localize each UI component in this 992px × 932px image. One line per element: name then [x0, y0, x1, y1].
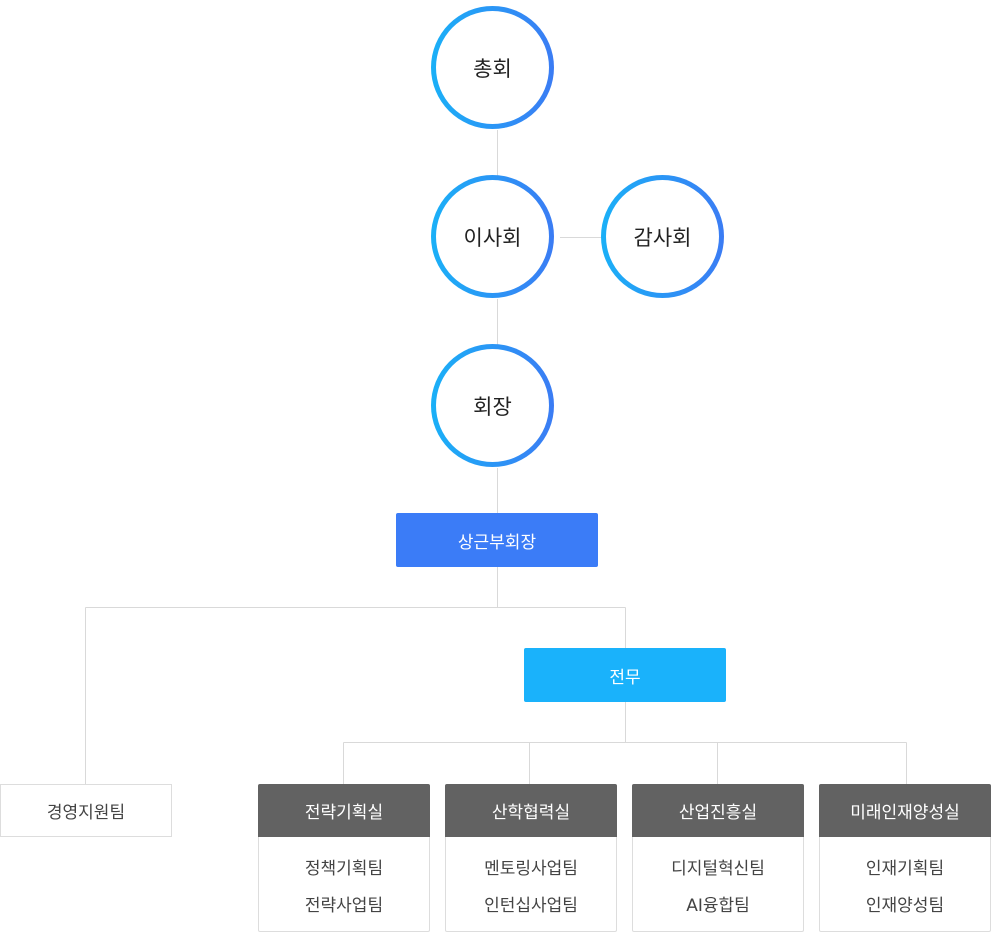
department-team: 전략사업팀 [304, 896, 384, 916]
board-node: 이사회 [431, 175, 554, 298]
chairman-node: 회장 [431, 344, 554, 467]
chairman-label: 회장 [436, 349, 549, 462]
department-industry-promotion: 산업진흥실 디지털혁신팀 AI융합팀 [632, 784, 804, 932]
department-team: 인재기획팀 [865, 859, 945, 879]
department-header: 산업진흥실 [632, 784, 804, 837]
general-assembly-node: 총회 [431, 6, 554, 129]
department-team: 멘토링사업팀 [484, 859, 578, 879]
director-box: 전무 [524, 648, 726, 702]
department-team: 디지털혁신팀 [671, 859, 765, 879]
department-header: 산학협력실 [445, 784, 617, 837]
department-team: AI융합팀 [686, 896, 750, 916]
support-team-box: 경영지원팀 [0, 784, 172, 837]
department-team: 인턴십사업팀 [484, 896, 578, 916]
department-team: 정책기획팀 [304, 859, 384, 879]
auditor-node: 감사회 [601, 175, 724, 298]
vice-chairman-box: 상근부회장 [396, 513, 598, 567]
board-label: 이사회 [436, 180, 549, 293]
department-team: 인재양성팀 [865, 896, 945, 916]
auditor-label: 감사회 [606, 180, 719, 293]
department-future-talent: 미래인재양성실 인재기획팀 인재양성팀 [819, 784, 991, 932]
department-strategy: 전략기획실 정책기획팀 전략사업팀 [258, 784, 430, 932]
department-industry-academia: 산학협력실 멘토링사업팀 인턴십사업팀 [445, 784, 617, 932]
department-header: 미래인재양성실 [819, 784, 991, 837]
general-assembly-label: 총회 [436, 11, 549, 124]
department-header: 전략기획실 [258, 784, 430, 837]
